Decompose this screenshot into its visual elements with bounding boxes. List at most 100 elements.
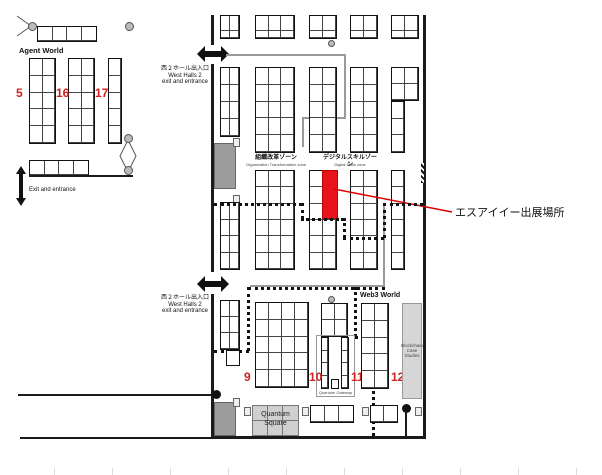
callout-line — [333, 188, 453, 213]
booth-block-16[interactable] — [68, 58, 95, 144]
pillar — [124, 166, 133, 175]
scale-tick — [170, 468, 171, 475]
pillar — [28, 22, 37, 31]
booth-column[interactable] — [341, 337, 349, 389]
scale-tick — [402, 468, 403, 475]
pillar — [328, 296, 335, 303]
outer-wall-bottom — [20, 437, 214, 439]
booth-block[interactable] — [370, 405, 398, 423]
zone-border — [383, 203, 423, 206]
quantum-gateway-area[interactable] — [316, 335, 355, 397]
booth-block[interactable] — [309, 15, 337, 39]
booth-block[interactable] — [350, 67, 378, 153]
booth-block[interactable] — [350, 15, 378, 39]
walkway-path — [344, 54, 346, 118]
booth-block[interactable] — [309, 67, 337, 153]
pillar — [124, 134, 133, 143]
walkway-path — [302, 117, 304, 147]
block-number-5: 5 — [16, 86, 23, 100]
block-number-17: 17 — [95, 86, 109, 100]
walkway-path — [383, 204, 385, 286]
small-fixture — [233, 398, 240, 407]
entrance-lower-en2: exit and entrance — [161, 308, 209, 314]
scale-tick — [54, 468, 55, 475]
booth-block[interactable] — [29, 160, 89, 176]
booth-block[interactable] — [310, 405, 354, 423]
pillar — [328, 40, 335, 47]
outer-wall-mid — [18, 394, 214, 396]
small-fixture — [362, 407, 369, 416]
booth-block-15[interactable] — [29, 58, 56, 144]
booth-block[interactable] — [321, 303, 348, 337]
zone-title-agent-world: Agent World — [19, 46, 64, 55]
zone-border — [343, 218, 346, 238]
block-number-9: 9 — [244, 370, 251, 384]
scale-tick — [112, 468, 113, 475]
booth-block[interactable] — [255, 15, 295, 39]
booth-unit[interactable] — [331, 379, 339, 389]
block-number-10: 10 — [309, 370, 323, 384]
booth-block[interactable] — [220, 300, 240, 350]
booth-block[interactable] — [391, 101, 405, 153]
booth-block[interactable] — [37, 26, 97, 42]
pillar-dark — [402, 404, 411, 413]
hall-wall-right — [423, 15, 426, 439]
booth-block[interactable] — [255, 67, 295, 153]
zone-title-org-transformation-jp: 組織改革ゾーン — [255, 155, 297, 161]
entrance-arrow-icon[interactable] — [197, 276, 229, 292]
zone-border — [343, 237, 384, 240]
zone-border — [383, 203, 386, 238]
small-fixture — [233, 138, 240, 147]
booth-block[interactable] — [391, 67, 419, 101]
exit-arrow-icon[interactable] — [16, 166, 26, 206]
booth-block[interactable] — [226, 350, 240, 366]
zone-border — [301, 203, 304, 219]
small-fixture — [244, 407, 251, 416]
entrance-upper-en2: exit and entrance — [161, 79, 209, 85]
wall — [29, 175, 133, 177]
zone-title-org-transformation-en: Organization Transformation zone — [245, 162, 307, 167]
service-area — [214, 402, 236, 436]
quantum-square-label: Quantum Square — [261, 411, 290, 427]
hatched-door — [421, 163, 424, 183]
zone-title-digital-skills-en: Digital Skills zone — [334, 162, 366, 167]
wall — [405, 410, 407, 438]
zone-border — [214, 203, 302, 206]
walkway-path — [250, 285, 385, 287]
scale-tick — [576, 468, 577, 475]
pillar — [125, 22, 134, 31]
sie-booth-callout: エスアイイー出展場所 — [455, 207, 565, 219]
booth-block[interactable] — [220, 202, 240, 270]
small-fixture — [302, 407, 309, 416]
scale-tick — [460, 468, 461, 475]
booth-block-9[interactable] — [255, 302, 309, 388]
scale-tick — [344, 468, 345, 475]
booth-block-17[interactable] — [108, 58, 122, 144]
blockchain-case-studies-label: Blockchain Case Studies — [401, 343, 423, 358]
booth-block[interactable] — [220, 15, 240, 39]
hall-wall-left — [211, 294, 214, 439]
pillar-dark — [212, 390, 221, 399]
hall-wall-left — [211, 64, 214, 272]
scale-tick — [228, 468, 229, 475]
booth-block[interactable] — [255, 170, 295, 270]
entrance-arrow-icon[interactable] — [197, 46, 229, 62]
zone-border — [247, 287, 250, 351]
zone-border — [248, 287, 385, 290]
zone-title-digital-skills-jp: デジタルスキルゾーン — [323, 155, 377, 168]
quantum-square-area[interactable] — [252, 405, 299, 436]
entrance-lower-jp: 西２ホール出入口 — [160, 295, 209, 301]
block-number-11: 11 — [351, 370, 364, 384]
zone-border — [354, 287, 357, 337]
scale-tick — [286, 468, 287, 475]
booth-block[interactable] — [391, 170, 405, 270]
booth-block[interactable] — [391, 15, 419, 39]
booth-block-web3[interactable] — [361, 303, 389, 389]
zone-title-web3-world: Web3 World — [360, 292, 401, 299]
booth-block[interactable] — [220, 67, 240, 137]
entrance-lower-en1: West Halls 2 — [168, 302, 202, 308]
blockchain-case-studies-area[interactable] — [402, 303, 422, 399]
booth-block[interactable] — [350, 170, 378, 270]
hall-wall-bottom — [211, 436, 426, 439]
booth-column[interactable] — [321, 337, 329, 389]
